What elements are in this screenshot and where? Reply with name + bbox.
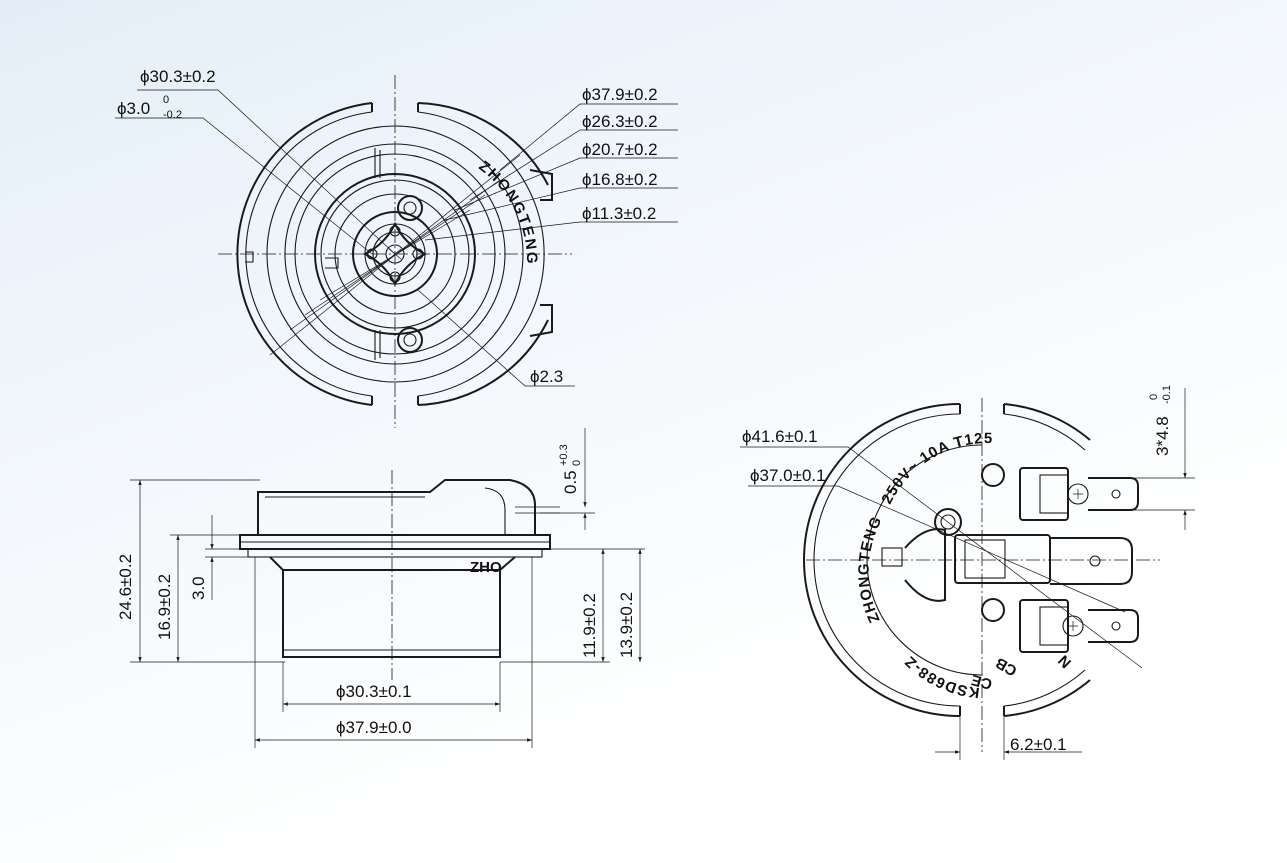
dim-d3-0: ϕ3.0 [117, 99, 150, 118]
dim-d30-3: ϕ30.3±0.2 [140, 67, 216, 86]
dim-w37-9: ϕ37.9±0.0 [336, 718, 412, 737]
ring-text-bottom: KSD688-Z [901, 652, 980, 701]
n-mark: N [1055, 652, 1075, 672]
dim-pin: 3*4.8 [1153, 416, 1172, 456]
terminal-top [1019, 467, 1139, 521]
dim-d20-7: ϕ20.7±0.2 [582, 140, 658, 159]
dim-d41-6: ϕ41.6±0.1 [742, 427, 818, 446]
dim-tol-top: 0.5 [561, 470, 580, 494]
dim-h13-9: 13.9±0.2 [617, 592, 636, 658]
dim-tol-top-upper: +0.3 [558, 444, 570, 466]
dim-pin-upper: 0 [1148, 394, 1160, 400]
dim-d37-9: ϕ37.9±0.2 [582, 85, 658, 104]
terminal-middle [881, 463, 1133, 622]
dim-h3-0: 3.0 [189, 576, 208, 600]
dim-h24-6: 24.6±0.2 [116, 554, 135, 620]
bottom-view: 250V~ 10A T125 ZHONGTENG KSD688-Z CB CE … [740, 385, 1195, 760]
top-view: ZHONGTENG ϕ30.3±0.2 ϕ3.0 0 -0.2 ϕ37.9±0.… [115, 67, 678, 428]
dim-d11-3: ϕ11.3±0.2 [582, 204, 656, 223]
terminal-bottom [1019, 599, 1139, 653]
side-brand-text: ZHO [470, 559, 502, 576]
dim-d16-8: ϕ16.8±0.2 [582, 170, 658, 189]
dim-h11-9: 11.9±0.2 [580, 593, 599, 658]
dim-pin-lower: -0.1 [1161, 385, 1173, 404]
cert-cb: CB [993, 654, 1020, 680]
dim-d3-0-lower: -0.2 [163, 109, 182, 121]
dim-w30-3: ϕ30.3±0.1 [336, 682, 412, 701]
ring-text-top: 250V~ 10A T125 [878, 430, 993, 507]
ring-text-left: ZHONGTENG [855, 513, 885, 625]
dim-d26-3: ϕ26.3±0.2 [582, 112, 658, 131]
dim-d37-0: ϕ37.0±0.1 [750, 466, 826, 485]
dim-h16-9: 16.9±0.2 [155, 574, 174, 640]
dim-d3-0-upper: 0 [163, 94, 169, 106]
dim-w6-2: 6.2±0.1 [1010, 735, 1067, 754]
dim-d2-3: ϕ2.3 [530, 367, 563, 386]
side-view: ZHO 24.6±0.2 16.9±0.2 3.0 11.9±0.2 13.9±… [116, 428, 645, 748]
cert-ce: CE [970, 671, 995, 693]
dim-tol-top-lower: 0 [571, 460, 583, 466]
